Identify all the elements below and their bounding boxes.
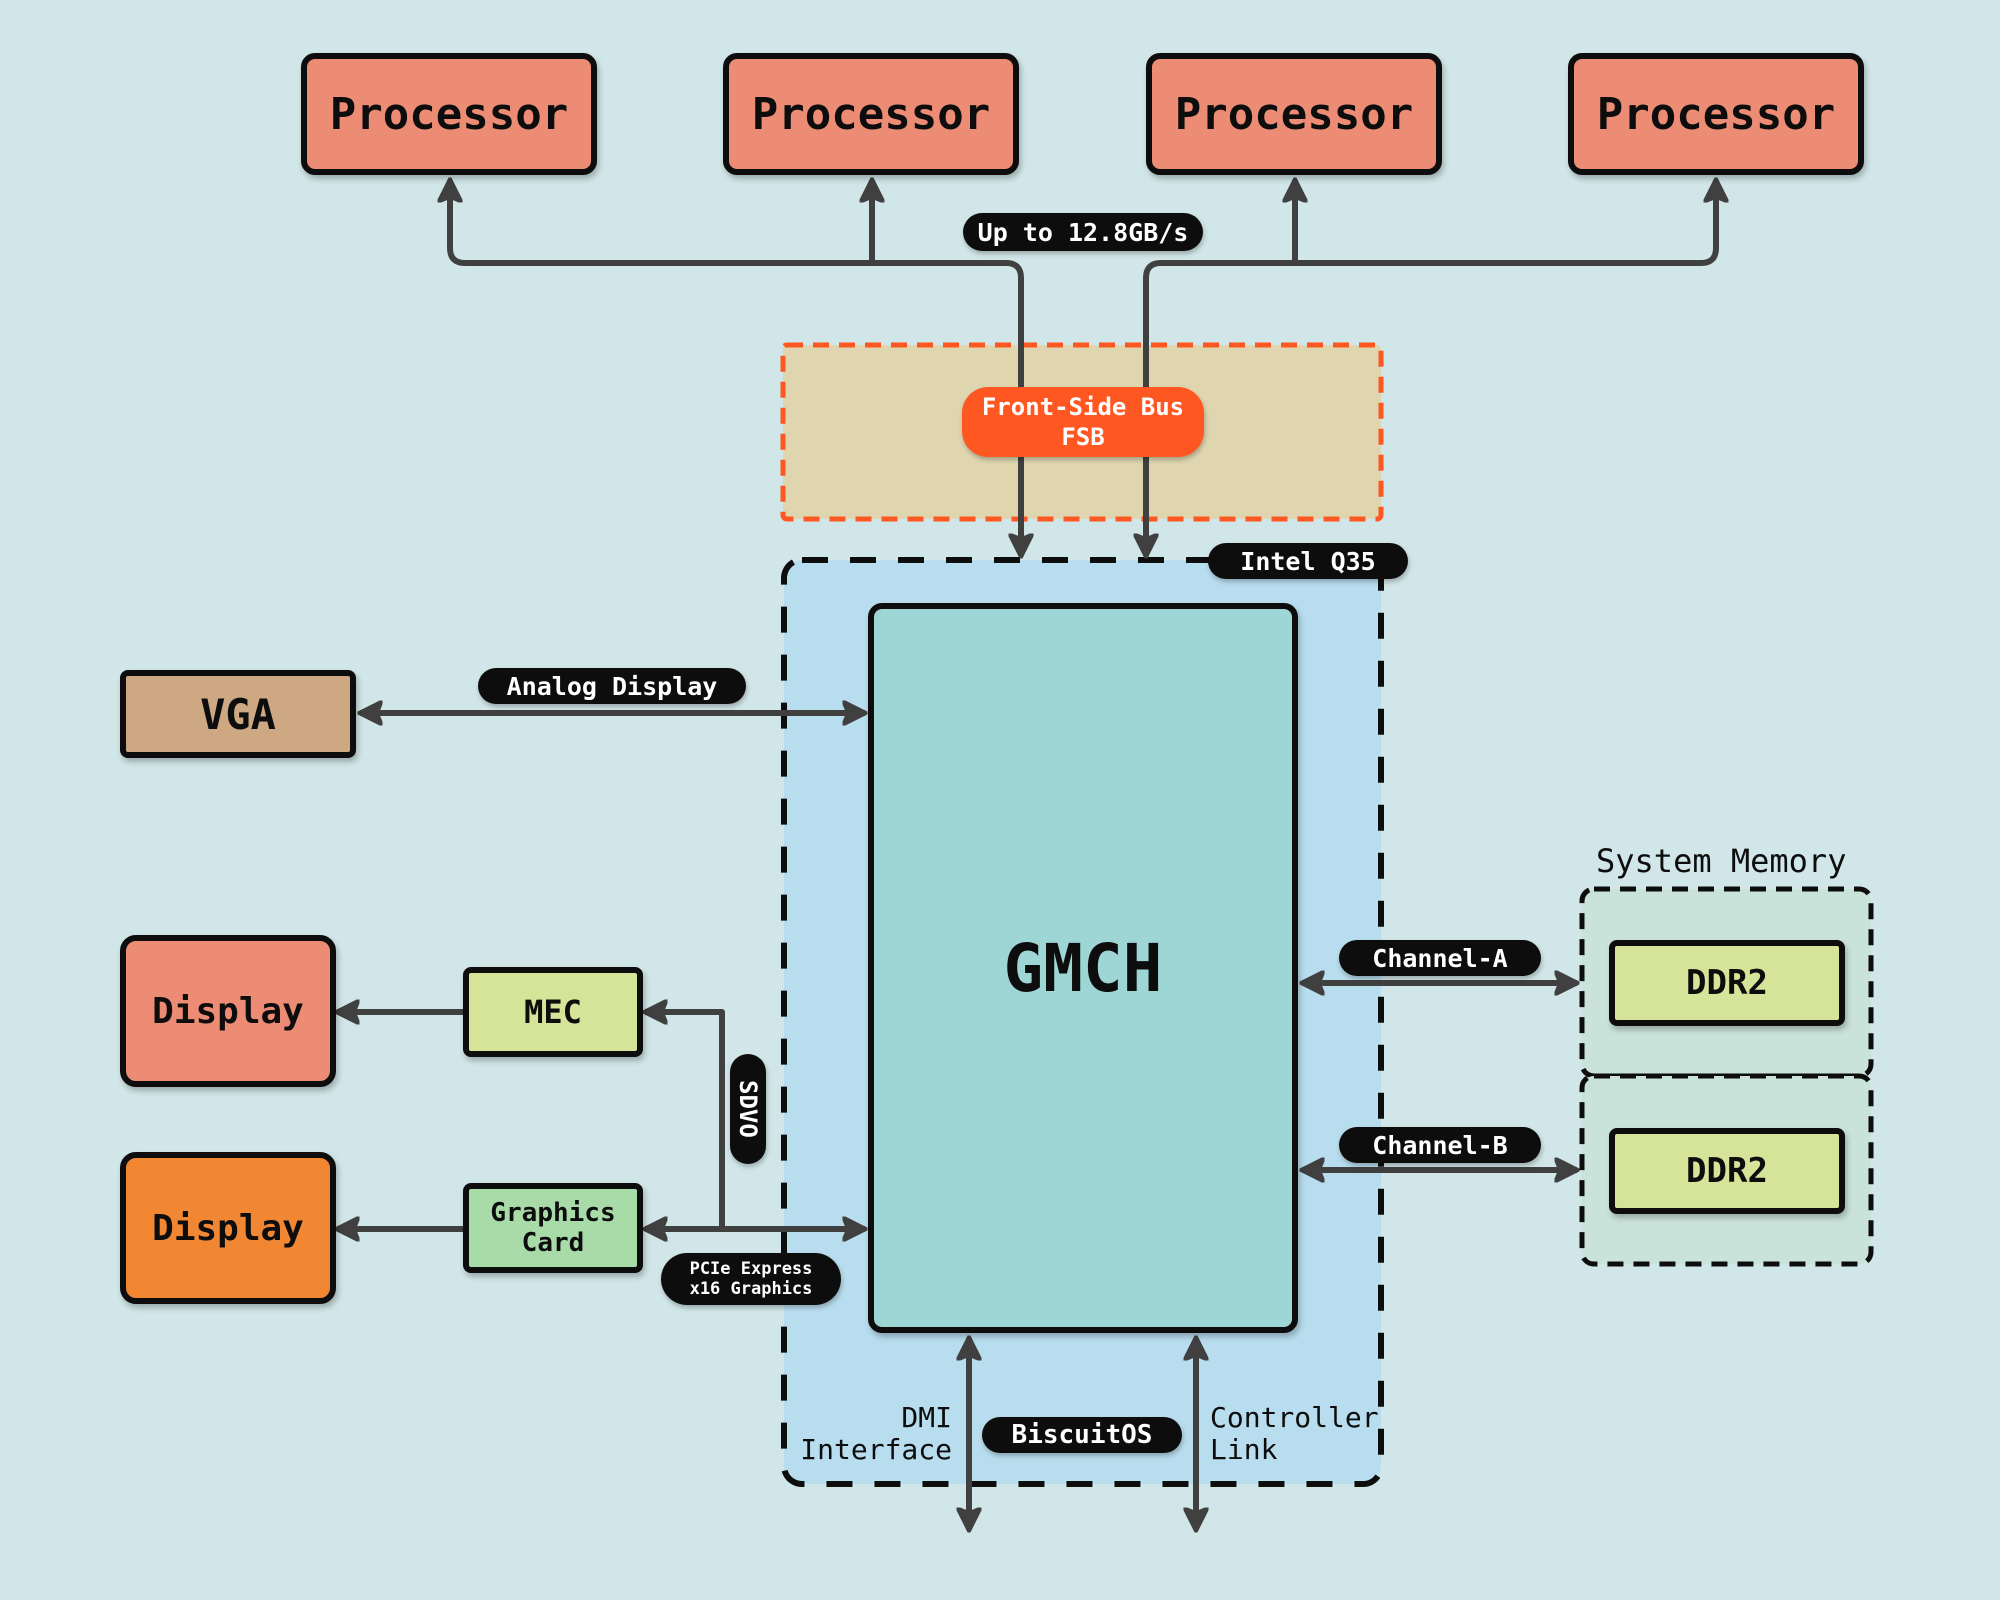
- wire-sdvo: [645, 1012, 725, 1229]
- processor-1-label: Processor: [329, 88, 569, 140]
- ddr-a-block[interactable]: DDR2: [1609, 940, 1845, 1026]
- wire-fsb-right: [1143, 180, 1716, 556]
- controller-link-label: Controller Link: [1210, 1401, 1379, 1466]
- processor-2[interactable]: Processor: [723, 53, 1019, 175]
- biscuitos-watermark: BiscuitOS: [982, 1417, 1182, 1453]
- gmch-block[interactable]: GMCH: [868, 603, 1298, 1333]
- ddr-b-label: DDR2: [1686, 1151, 1768, 1191]
- graphics-card-label: Graphics Card: [490, 1198, 616, 1258]
- channel-b-badge: Channel-B: [1339, 1127, 1541, 1163]
- channel-a-badge: Channel-A: [1339, 940, 1541, 976]
- processor-4-label: Processor: [1596, 88, 1836, 140]
- mec-block[interactable]: MEC: [463, 967, 643, 1057]
- pcie-badge: PCIe Express x16 Graphics: [661, 1253, 841, 1305]
- display-1[interactable]: Display: [120, 935, 336, 1087]
- vga-label: VGA: [200, 689, 276, 739]
- sdvo-badge: SDVO: [730, 1054, 766, 1164]
- processor-4[interactable]: Processor: [1568, 53, 1864, 175]
- wire-fsb-left: [450, 180, 1024, 556]
- gmch-label: GMCH: [1003, 929, 1163, 1007]
- fsb-bandwidth-badge: Up to 12.8GB/s: [963, 213, 1203, 251]
- mec-label: MEC: [524, 993, 582, 1031]
- ddr-b-block[interactable]: DDR2: [1609, 1128, 1845, 1214]
- display-1-label: Display: [152, 990, 304, 1032]
- processor-3[interactable]: Processor: [1146, 53, 1442, 175]
- system-memory-title: System Memory: [1596, 842, 1847, 880]
- processor-1[interactable]: Processor: [301, 53, 597, 175]
- processor-3-label: Processor: [1174, 88, 1414, 140]
- vga-block[interactable]: VGA: [120, 670, 356, 758]
- chipset-badge: Intel Q35: [1208, 543, 1408, 579]
- graphics-card-block[interactable]: Graphics Card: [463, 1183, 643, 1273]
- analog-display-badge: Analog Display: [478, 668, 746, 704]
- display-2[interactable]: Display: [120, 1152, 336, 1304]
- display-2-label: Display: [152, 1207, 304, 1249]
- ddr-a-label: DDR2: [1686, 963, 1768, 1003]
- dmi-interface-label: DMI Interface: [800, 1401, 952, 1466]
- processor-2-label: Processor: [751, 88, 991, 140]
- fsb-badge: Front-Side Bus FSB: [962, 387, 1204, 457]
- sdvo-label: SDVO: [734, 1080, 762, 1138]
